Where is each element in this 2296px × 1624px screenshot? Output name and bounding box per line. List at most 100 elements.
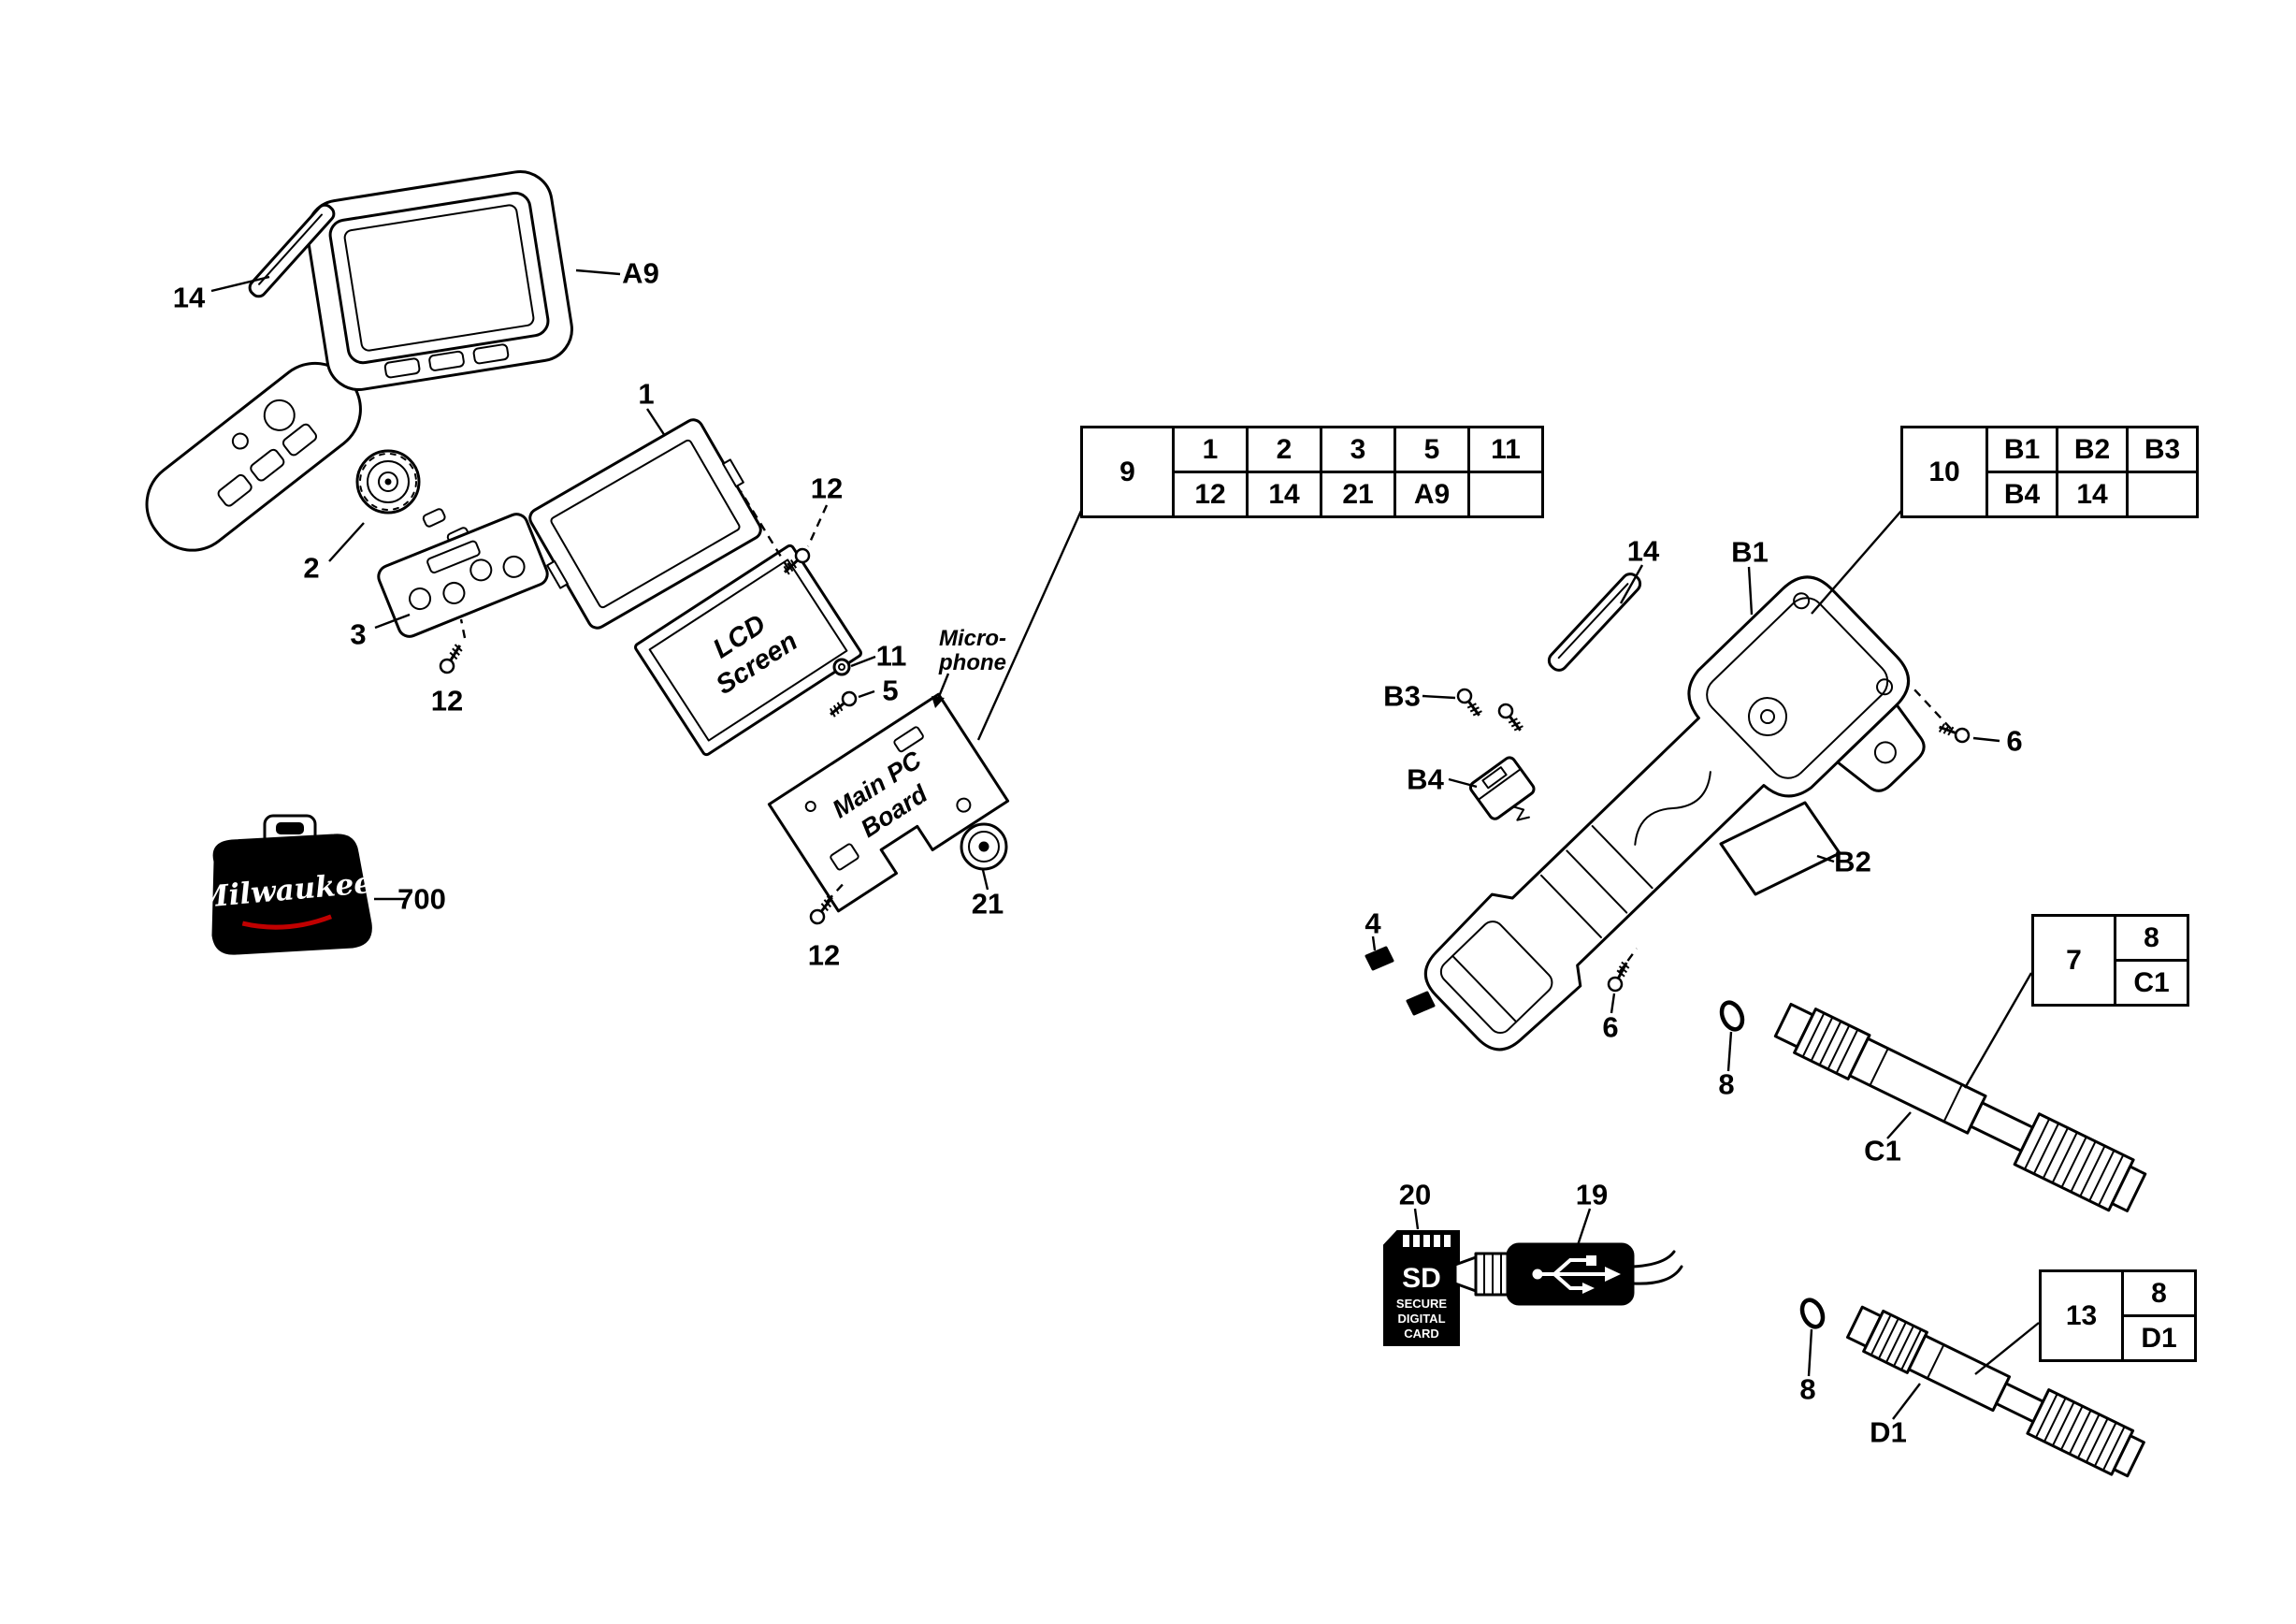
leader-line (1807, 1328, 1813, 1377)
microphone-callout-line1: Micro- (939, 626, 1006, 652)
screw-12-bottom (806, 892, 839, 928)
leader-line-dashed (1618, 948, 1638, 974)
camera-cable-d1 (1845, 1305, 2145, 1478)
part-label-12-mid: 12 (430, 684, 464, 718)
leader-line (1886, 1111, 1912, 1139)
light-pipe-14-right (1547, 573, 1642, 672)
kit-cell: 5 (1393, 426, 1470, 473)
kit-table-9: 9 1 2 3 5 11 12 14 21 A9 (1080, 426, 1544, 518)
bracket-part-b4 (1468, 756, 1536, 821)
screw-b3-b (1495, 700, 1527, 736)
kit-cell: 12 (1172, 471, 1249, 518)
part-label-6-right: 6 (2006, 724, 2023, 758)
leader-line (976, 510, 1083, 741)
kit-cell: 14 (2056, 471, 2129, 518)
kit13-key-cell: 13 (2039, 1269, 2124, 1362)
leader-lines (210, 268, 2040, 1420)
kit-table-7: 7 8 C1 (2031, 914, 2189, 1007)
leader-line (1576, 1208, 1592, 1246)
kit-cell: 8 (2121, 1269, 2197, 1317)
leader-line (645, 408, 667, 437)
screw-6-right (1935, 719, 1972, 746)
leader-line (210, 275, 270, 293)
part-label-20: 20 (1398, 1178, 1432, 1211)
kit-cell (1467, 471, 1544, 518)
clip-part-4-b (1406, 991, 1436, 1016)
kit-cell: 3 (1320, 426, 1396, 473)
usb-cable-19 (1453, 1242, 1683, 1306)
keypad-part-3 (377, 513, 549, 638)
leader-line (374, 613, 411, 630)
leader-line (981, 869, 989, 891)
part-label-8-c1: 8 (1718, 1067, 1735, 1101)
camera-cable-c1 (1773, 1002, 2147, 1212)
kit-cell: 14 (1246, 471, 1322, 518)
leader-line (1811, 510, 1902, 615)
sd-card-sub1: SECURE (1396, 1297, 1448, 1311)
part-label-11: 11 (875, 639, 907, 673)
screw-b3-a (1453, 685, 1486, 721)
clip-part-4-a (1365, 946, 1394, 971)
logo-red-underline (241, 914, 332, 930)
leader-line (1619, 564, 1644, 604)
kit-cell: B2 (2056, 426, 2129, 473)
kit-cell: 21 (1320, 471, 1396, 518)
kit-cell: 1 (1172, 426, 1249, 473)
part-label-8-d1: 8 (1799, 1372, 1816, 1406)
part-label-21: 21 (971, 887, 1004, 921)
part-label-6-bottom: 6 (1602, 1010, 1619, 1044)
leader-line (1422, 694, 1456, 700)
part-label-d1: D1 (1870, 1415, 1907, 1449)
part-label-12-top: 12 (810, 471, 844, 505)
screw-5 (825, 688, 860, 721)
part-label-1: 1 (638, 377, 655, 411)
leader-line (1371, 935, 1377, 951)
main-pc-board: Main PC Board (767, 692, 1010, 913)
part-label-5: 5 (882, 674, 899, 707)
sd-card-title: SD (1402, 1263, 1441, 1294)
leader-line (1448, 777, 1478, 789)
leader-line-dashed (826, 879, 847, 903)
leader-line (1974, 1322, 2040, 1375)
part-label-3: 3 (350, 617, 367, 651)
plate-part-b2 (1719, 801, 1841, 896)
light-pipe-14-left (248, 203, 336, 298)
leader-line (1963, 972, 2033, 1089)
thumbwheel-part-2 (355, 449, 470, 546)
kit-cell: C1 (2114, 959, 2189, 1007)
leader-line-dashed (806, 504, 829, 547)
kit-cell: D1 (2121, 1314, 2197, 1362)
part-label-700: 700 (397, 882, 446, 916)
kit-cell: 11 (1467, 426, 1544, 473)
speaker-part-21 (960, 822, 1008, 871)
part-label-b1: B1 (1731, 535, 1769, 569)
sd-card-20: SD SECURE DIGITAL CARD (1383, 1230, 1460, 1346)
kit-table-10: 10 B1 B2 B3 B4 14 (1900, 426, 2199, 518)
part-label-c1: C1 (1864, 1134, 1901, 1167)
kit9-key-cell: 9 (1080, 426, 1175, 518)
leader-line (1816, 854, 1835, 863)
kit7-key-cell: 7 (2031, 914, 2116, 1007)
microphone-callout: Micro- phone (939, 627, 1006, 675)
part-label-b2: B2 (1834, 845, 1871, 878)
kit-cell: 2 (1246, 426, 1322, 473)
carrying-case-700: Milwaukee (195, 814, 373, 955)
part-label-14-left: 14 (172, 281, 206, 314)
part-label-2: 2 (303, 551, 320, 585)
usb-trident-icon (1532, 1255, 1621, 1294)
cable-connector-boss (1836, 703, 1926, 792)
kit-cell: B4 (1986, 471, 2058, 518)
sd-card-sub3: CARD (1404, 1327, 1439, 1341)
part-label-14-right: 14 (1626, 534, 1660, 568)
washer-part-11 (832, 658, 851, 676)
sd-card-sub2: DIGITAL (1397, 1312, 1445, 1326)
part-label-4: 4 (1365, 906, 1381, 940)
o-ring-8-c1 (1719, 1000, 1745, 1032)
leader-line (850, 655, 876, 668)
leader-line (1747, 566, 1754, 616)
kit-cell: A9 (1393, 471, 1470, 518)
part-label-12-bottom: 12 (807, 938, 841, 972)
rear-housing-b1 (1423, 575, 1926, 1051)
leader-line (1610, 993, 1616, 1014)
leader-line-dashed (739, 490, 790, 570)
